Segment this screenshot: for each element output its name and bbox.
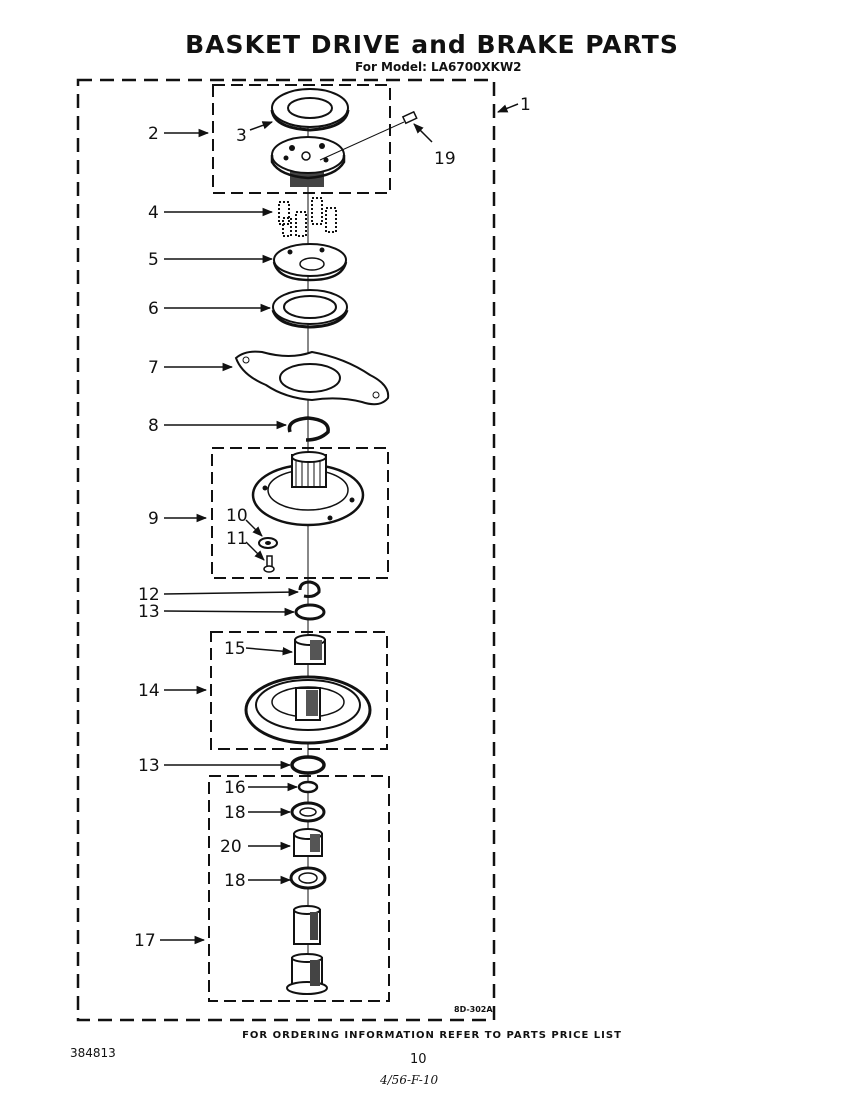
callout-18-lower: 18 xyxy=(224,871,246,891)
part-15-bushing xyxy=(294,634,326,665)
page-title: BASKET DRIVE and BRAKE PARTS xyxy=(185,30,679,59)
part-16-seal xyxy=(297,780,319,794)
callout-10: 10 xyxy=(226,506,248,526)
callout-15: 15 xyxy=(224,639,246,659)
callout-13-upper: 13 xyxy=(138,602,160,622)
document-number: 384813 xyxy=(70,1046,116,1060)
part-13-washer-lower xyxy=(290,755,326,775)
callout-labels: 1 2 3 19 4 5 6 7 8 9 10 11 12 13 15 14 1… xyxy=(134,95,531,951)
part-3-ring xyxy=(270,88,350,132)
part-4-springs xyxy=(278,197,337,237)
callout-5: 5 xyxy=(148,250,159,270)
part-18-bearing-upper xyxy=(290,801,326,823)
subassembly-box-2 xyxy=(212,84,391,194)
part-19-pin xyxy=(319,110,418,161)
callout-18-upper: 18 xyxy=(224,803,246,823)
callout-2: 2 xyxy=(148,124,159,144)
part-18-bearing-lower xyxy=(289,866,327,890)
ordering-info-note: FOR ORDERING INFORMATION REFER TO PARTS … xyxy=(242,1030,622,1041)
model-subtitle: For Model: LA6700XKW2 xyxy=(355,60,522,74)
callout-3: 3 xyxy=(236,126,247,146)
part-20-sleeve xyxy=(293,828,323,857)
drawing-code: 8D-302A xyxy=(454,1005,493,1014)
part-8-snap-ring xyxy=(287,416,330,442)
callout-14: 14 xyxy=(138,681,160,701)
callout-17: 17 xyxy=(134,931,156,951)
callout-20: 20 xyxy=(220,837,242,857)
subassembly-box-9 xyxy=(211,447,389,579)
callout-11: 11 xyxy=(226,529,248,549)
part-13-washer-upper xyxy=(294,603,326,621)
callout-19: 19 xyxy=(434,149,456,169)
part-11-screw xyxy=(263,555,275,573)
part-17-shaft xyxy=(286,905,328,995)
part-14-pulley xyxy=(244,675,372,745)
page-number: 10 xyxy=(410,1052,427,1067)
assembly-frame xyxy=(76,78,496,1022)
callout-1: 1 xyxy=(520,95,531,115)
leader-arrows xyxy=(160,103,519,945)
part-7-mounting-plate xyxy=(234,350,390,406)
callout-7: 7 xyxy=(148,358,159,378)
callout-6: 6 xyxy=(148,299,159,319)
callout-12: 12 xyxy=(138,585,160,605)
part-2-drive-hub xyxy=(270,136,346,187)
subassembly-box-14 xyxy=(210,631,388,750)
callout-8: 8 xyxy=(148,416,159,436)
callout-13-lower: 13 xyxy=(138,756,160,776)
part-6-ring xyxy=(271,289,349,329)
part-12-clip xyxy=(298,580,321,598)
subassembly-box-17 xyxy=(208,775,390,1002)
callout-4: 4 xyxy=(148,203,159,223)
part-10-nut xyxy=(258,537,278,549)
handwritten-note: 4/56-F-10 xyxy=(380,1073,439,1087)
callout-16: 16 xyxy=(224,778,246,798)
callout-9: 9 xyxy=(148,509,159,529)
part-9-brake-housing xyxy=(251,451,365,527)
part-5-plate xyxy=(272,243,348,282)
